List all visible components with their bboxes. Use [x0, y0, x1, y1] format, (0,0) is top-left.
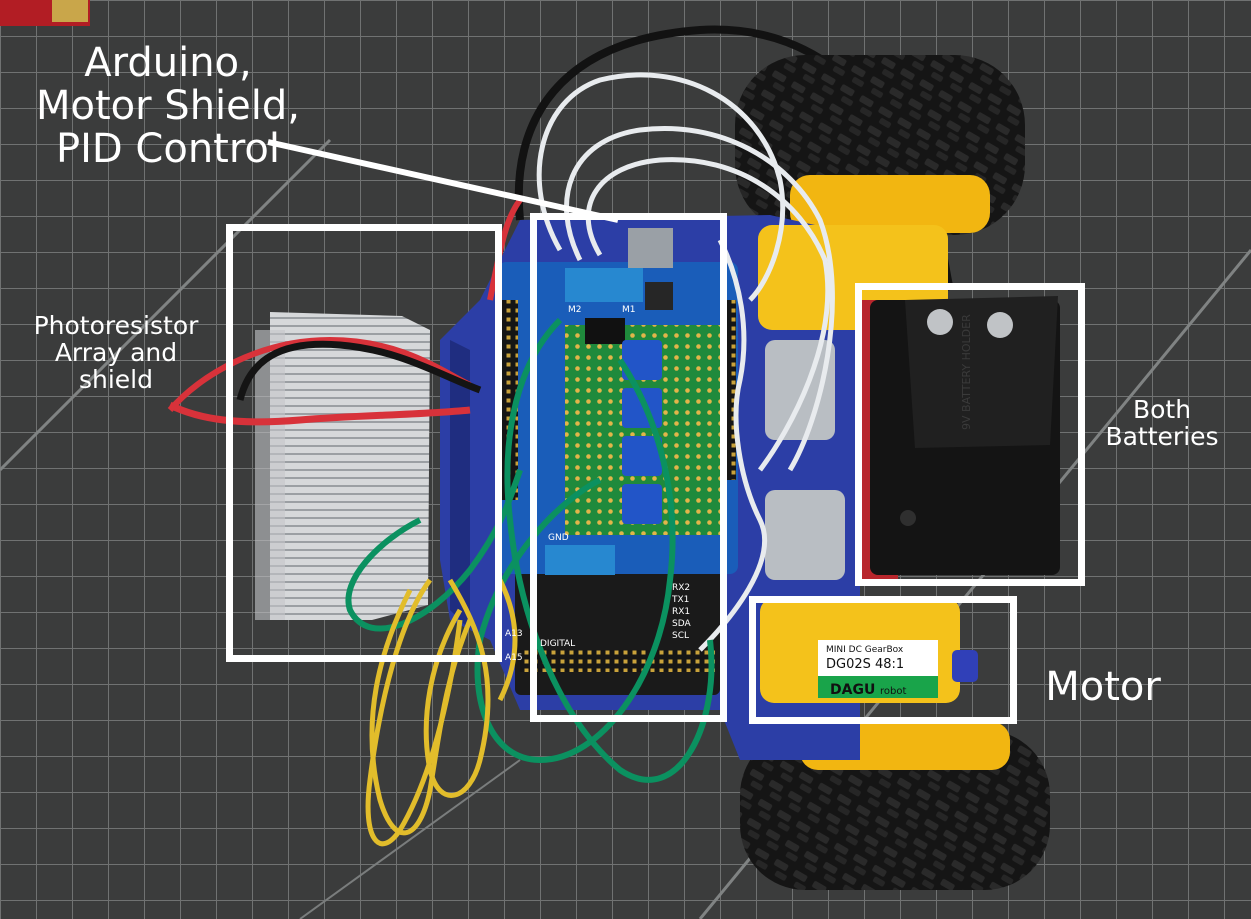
- wire-red: [487, 198, 523, 301]
- gearbox-brand-text: DAGU: [830, 682, 875, 698]
- wire-yellow: [497, 578, 518, 702]
- potentiometer: [622, 436, 662, 476]
- gearbox-label-brand: [818, 676, 938, 698]
- wire-white: [564, 126, 835, 472]
- motor-driver-chip: [585, 318, 625, 344]
- gearbox-shaft-cap: [952, 650, 978, 682]
- shield-m1-text: M1: [622, 305, 636, 315]
- wire-yellow: [369, 588, 473, 836]
- wire-yellow: [423, 578, 491, 798]
- motor-callout-box: [749, 596, 1017, 724]
- gearbox-type-text: MINI DC GearBox: [826, 645, 904, 655]
- mat-diagonal-line: [299, 759, 521, 919]
- mount-screw: [900, 510, 916, 526]
- top-motor-can: [765, 340, 835, 440]
- wire-red: [167, 336, 472, 412]
- batteries-label-line: Both: [1132, 395, 1192, 424]
- batteries-label: Both Batteries: [1090, 396, 1234, 450]
- arduino-leader-line: [267, 139, 619, 223]
- mat-diagonal-line: [0, 138, 332, 472]
- mega-header: [520, 650, 715, 672]
- pin-scl-text: SCL: [672, 631, 689, 641]
- motor-label: Motor: [1038, 664, 1168, 710]
- pin-rx1-text: RX1: [672, 607, 690, 617]
- photoresistor-callout-box: [226, 224, 502, 662]
- terminal-block: [565, 268, 643, 302]
- battery-holder-text: 9V BATTERY HOLDER: [960, 314, 973, 430]
- top-wheel-hub: [790, 175, 990, 233]
- wire-white: [585, 157, 831, 472]
- wire-black: [236, 340, 482, 401]
- wire-green: [504, 317, 715, 783]
- photoresistor-label-line: Photoresistor: [33, 311, 199, 340]
- photoresistor-shield: [270, 312, 430, 620]
- arduino-label-line: Motor Shield,: [36, 83, 300, 130]
- pin-rx2-text: RX2: [672, 583, 690, 593]
- photoresistor-cover: [255, 330, 285, 620]
- potentiometer: [622, 340, 662, 380]
- arduino-callout-box: [530, 213, 727, 722]
- bottom-terminal: [545, 545, 615, 575]
- pin-a13-text: A13: [505, 629, 523, 639]
- shield-gnd-text: GND: [548, 533, 569, 543]
- arduino-label: Arduino, Motor Shield, PID Control: [28, 40, 308, 173]
- spare-battery-cap: [52, 0, 88, 22]
- wire-white: [536, 72, 786, 302]
- pin-tx1-text: TX1: [671, 595, 689, 605]
- wire-green: [474, 358, 676, 764]
- batteries-label-line: Batteries: [1105, 422, 1219, 451]
- arduino-label-line: PID Control: [55, 126, 281, 173]
- photoresistor-label-line: shield: [78, 365, 153, 394]
- motor-label-line: Motor: [1045, 664, 1161, 710]
- gearbox-model-text: DG02S 48:1: [826, 657, 904, 672]
- battery-terminal: [987, 312, 1013, 338]
- arduino-label-line: Arduino,: [84, 40, 252, 86]
- header-digital-text: DIGITAL: [540, 639, 575, 649]
- reset-button: [645, 282, 673, 310]
- batteries-callout-box: [855, 283, 1085, 586]
- bottom-motor-can: [765, 490, 845, 580]
- wire-red: [168, 401, 471, 426]
- shield-m2-text: M2: [568, 305, 582, 315]
- battery-terminal: [927, 309, 953, 335]
- usb-port: [628, 228, 673, 268]
- pin-sda-text: SDA: [672, 619, 691, 629]
- wire-white: [698, 238, 768, 652]
- potentiometer: [622, 484, 662, 524]
- side-header: [500, 300, 518, 500]
- gearbox-brand-sub-text: robot: [880, 686, 906, 697]
- pin-a15-text: A15: [505, 653, 523, 663]
- photoresistor-label: Photoresistor Array and shield: [8, 312, 224, 393]
- photoresistor-label-line: Array and: [54, 338, 178, 367]
